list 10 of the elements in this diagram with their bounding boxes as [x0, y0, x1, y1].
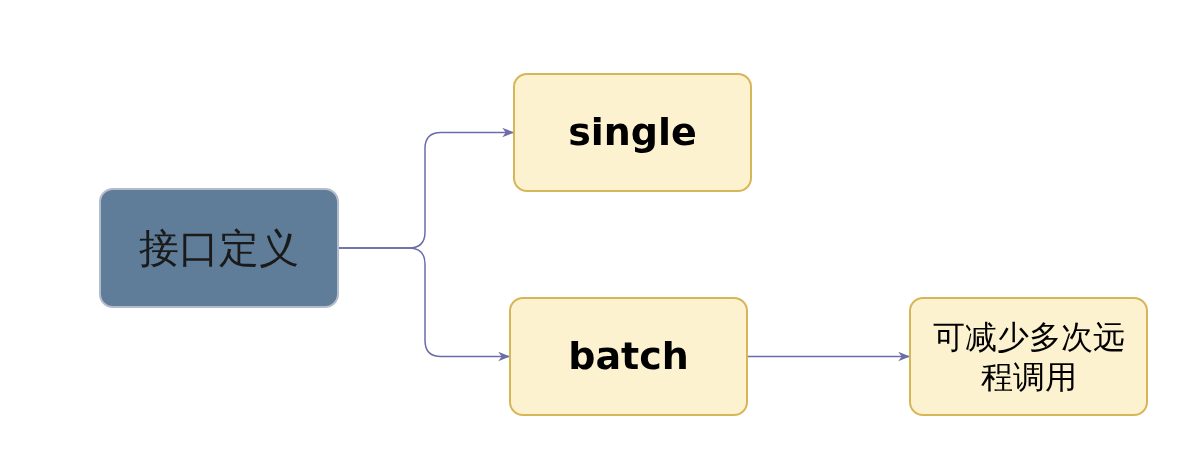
node-label: batch: [568, 333, 689, 380]
node-label: 接口定义: [139, 225, 299, 272]
arrow: [338, 247, 511, 362]
process-box: [909, 297, 1148, 416]
node-label: single: [568, 109, 697, 156]
node-label: 可减少多次远程调用: [931, 317, 1126, 397]
process-box: [513, 73, 752, 192]
arrow: [747, 351, 911, 362]
process-box: [99, 188, 339, 308]
process-box: [509, 297, 748, 416]
